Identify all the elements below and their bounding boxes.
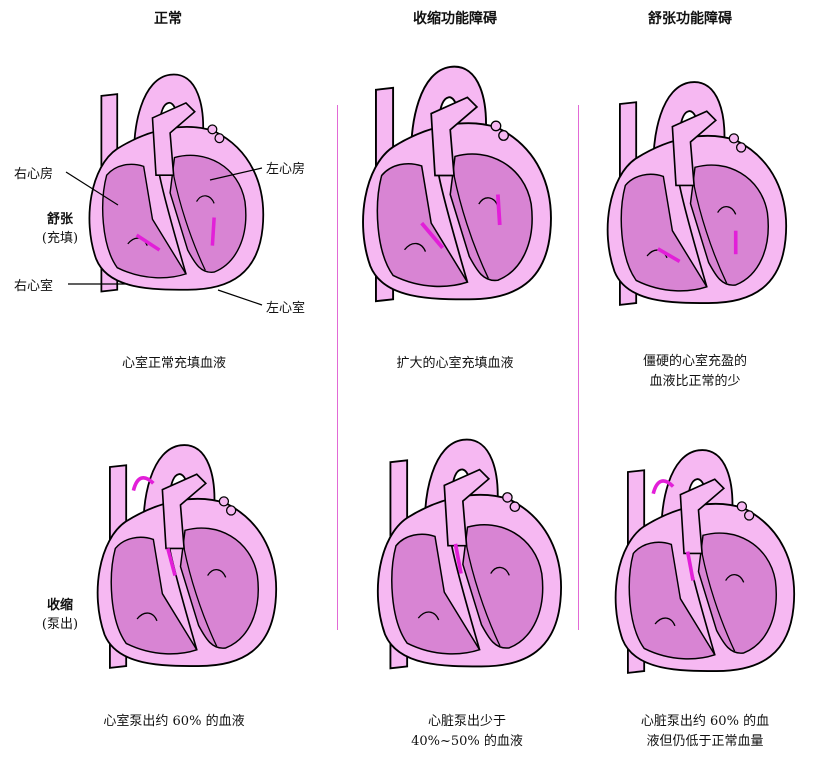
column-title-normal: 正常 (154, 11, 182, 27)
row-label-diastole: 舒张 (充填) (30, 210, 90, 248)
heart-systolic-diastole (362, 65, 552, 303)
row-label-diastole-title: 舒张 (46, 212, 73, 227)
caption-systolic-systole: 心脏泵出少于 40%~50% 的血液 (367, 712, 567, 752)
label-left-ventricle: 左心室 (266, 301, 306, 316)
caption-diastolic-systole-line1: 心脏泵出约 60% 的血 (640, 714, 770, 729)
flow-arrow (131, 476, 155, 492)
heart-normal-systole (96, 444, 278, 669)
column-title-diastolic: 舒张功能障碍 (648, 11, 732, 27)
caption-systolic-diastole: 扩大的心室充填血液 (396, 356, 514, 371)
caption-systolic-systole-line2: 40%~50% 的血液 (411, 734, 523, 749)
divider-right (578, 105, 579, 630)
caption-diastolic-diastole: 僵硬的心室充盈的 血液比正常的少 (595, 352, 795, 392)
caption-normal-diastole: 心室正常充填血液 (121, 356, 226, 371)
row-label-systole-title: 收缩 (46, 598, 73, 613)
label-right-ventricle: 右心室 (14, 279, 54, 294)
heart-diastolic-diastole (606, 81, 788, 306)
flow-arrow (651, 479, 675, 495)
caption-normal-systole: 心室泵出约 60% 的血液 (103, 714, 245, 729)
caption-systolic-systole-line1: 心脏泵出少于 (427, 714, 506, 729)
caption-diastolic-systole: 心脏泵出约 60% 的血 液但仍低于正常血量 (605, 712, 805, 752)
flow-arrow (166, 547, 177, 577)
flow-arrow (135, 233, 161, 252)
flow-arrow (453, 543, 463, 574)
flow-arrow (420, 221, 445, 250)
flow-arrow (495, 194, 502, 226)
row-label-diastole-sub: (充填) (41, 231, 79, 246)
row-label-systole-sub: (泵出) (41, 617, 79, 632)
flow-arrow (210, 217, 216, 246)
heart-diastolic-systole (614, 449, 796, 674)
row-label-systole: 收缩 (泵出) (30, 596, 90, 634)
label-left-atrium: 左心房 (266, 162, 306, 177)
label-right-atrium: 右心房 (14, 167, 54, 182)
caption-diastolic-systole-line2: 液但仍低于正常血量 (646, 734, 764, 749)
flow-arrow (685, 551, 695, 581)
heart-systolic-systole (376, 438, 562, 670)
caption-diastolic-diastole-line1: 僵硬的心室充盈的 (642, 354, 747, 369)
column-title-systolic: 收缩功能障碍 (413, 11, 497, 27)
heart-normal-diastole (88, 73, 265, 293)
divider-left (337, 105, 338, 630)
caption-diastolic-diastole-line2: 血液比正常的少 (649, 374, 741, 389)
flow-arrow (656, 247, 681, 264)
